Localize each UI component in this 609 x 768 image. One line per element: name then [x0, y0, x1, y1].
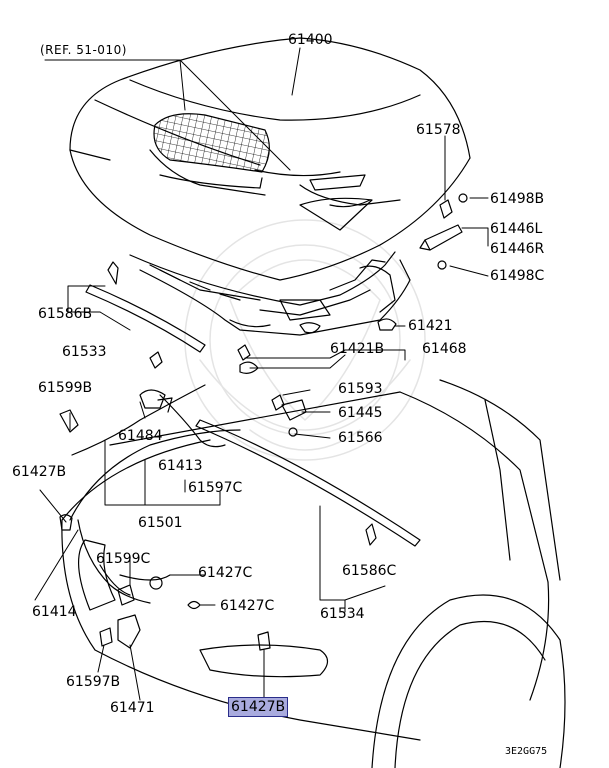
- part-label-61597B[interactable]: 61597B: [66, 674, 121, 690]
- part-label-61498B[interactable]: 61498B: [490, 191, 545, 207]
- part-label-61597C[interactable]: 61597C: [188, 480, 243, 496]
- part-label-61468[interactable]: 61468: [422, 341, 467, 357]
- part-label-61599C[interactable]: 61599C: [96, 551, 151, 567]
- part-label-61421B[interactable]: 61421B: [330, 341, 385, 357]
- part-label-61578[interactable]: 61578: [416, 122, 461, 138]
- part-label-61593[interactable]: 61593: [338, 381, 383, 397]
- diagram-code: 3E2GG75: [505, 746, 548, 757]
- release-cable: [69, 384, 241, 604]
- part-label-61414[interactable]: 61414: [32, 604, 77, 620]
- part-label-61421[interactable]: 61421: [408, 318, 453, 334]
- part-label-61446L[interactable]: 61446L: [490, 221, 543, 237]
- part-label-61445[interactable]: 61445: [338, 405, 383, 421]
- part-label-61533[interactable]: 61533: [62, 344, 107, 360]
- hood-panel: [69, 37, 471, 281]
- hardware-parts: [59, 193, 468, 651]
- weatherstrip-61586C: [195, 419, 421, 547]
- part-label-61586B[interactable]: 61586B: [38, 306, 93, 322]
- part-label-61484[interactable]: 61484: [118, 428, 163, 444]
- clip-61586B: [107, 261, 119, 285]
- part-label-61566[interactable]: 61566: [338, 430, 383, 446]
- part-label-61534[interactable]: 61534: [320, 606, 365, 622]
- clip-61586C: [365, 523, 377, 546]
- part-label-61427B[interactable]: 61427B: [12, 464, 67, 480]
- part-label-61427B-highlighted[interactable]: 61427B: [228, 697, 289, 717]
- part-label-61400[interactable]: 61400: [288, 32, 333, 48]
- reference-label: (REF. 51-010): [40, 43, 127, 57]
- part-label-61599B[interactable]: 61599B: [38, 380, 93, 396]
- seal-strip-61533: [85, 284, 206, 353]
- part-label-61413[interactable]: 61413: [158, 458, 203, 474]
- part-label-61427C-lower[interactable]: 61427C: [220, 598, 275, 614]
- car-body: [61, 379, 566, 768]
- part-label-61586C[interactable]: 61586C: [342, 563, 397, 579]
- part-label-61471[interactable]: 61471: [110, 700, 155, 716]
- watermark: [184, 219, 426, 461]
- part-label-61427C-upper[interactable]: 61427C: [198, 565, 253, 581]
- part-label-61446R[interactable]: 61446R: [490, 241, 545, 257]
- part-label-61501[interactable]: 61501: [138, 515, 183, 531]
- hood-frame: [129, 251, 411, 336]
- leader-lines: [34, 47, 489, 701]
- part-label-61498C[interactable]: 61498C: [490, 268, 545, 284]
